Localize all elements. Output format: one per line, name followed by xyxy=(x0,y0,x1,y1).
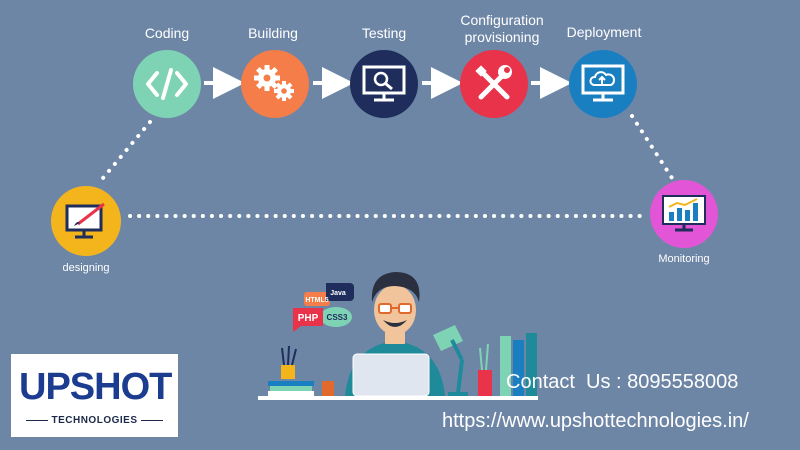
pencil-cup xyxy=(281,365,295,379)
tools-icon xyxy=(475,65,512,100)
logo-main-text: UPSHOT xyxy=(19,366,172,408)
binder-3 xyxy=(526,333,537,396)
chart-monitor-icon xyxy=(662,195,706,232)
person-hair xyxy=(371,272,420,302)
badge-java-bg xyxy=(326,283,354,301)
binder-2 xyxy=(513,340,524,396)
laptop xyxy=(352,353,430,397)
badge-java: Java xyxy=(330,290,346,297)
badge-css3-bg xyxy=(320,307,352,327)
badge-php-bg xyxy=(293,308,323,332)
step-label-building: Building xyxy=(248,25,298,41)
step-label-configuration-line1: Configuration xyxy=(460,12,544,28)
contact-text: Contact Us : 8095558008 xyxy=(506,371,739,393)
design-monitor-icon xyxy=(65,202,105,239)
person-head xyxy=(374,285,416,335)
badge-html5-bg xyxy=(304,292,330,306)
badge-css3: CSS3 xyxy=(327,313,348,322)
step-node-testing xyxy=(350,50,418,118)
badge-php: PHP xyxy=(298,313,319,324)
company-logo: UPSHOT TECHNOLOGIES xyxy=(11,354,178,437)
step-label-deployment: Deployment xyxy=(566,24,642,40)
step-node-configuration xyxy=(460,50,528,118)
side-label-monitoring: Monitoring xyxy=(658,253,710,265)
binder-1 xyxy=(500,336,511,396)
side-node-designing xyxy=(51,186,121,256)
step-node-building xyxy=(241,50,309,118)
step-label-testing: Testing xyxy=(361,25,407,41)
step-label-configuration-line2: provisioning xyxy=(464,29,540,45)
website-url[interactable]: https://www.upshottechnologies.in/ xyxy=(442,410,749,432)
logo-sub-text: TECHNOLOGIES xyxy=(11,415,178,426)
logo-sub-label: TECHNOLOGIES xyxy=(51,415,138,426)
side-node-monitoring xyxy=(650,180,718,248)
code-icon xyxy=(146,68,188,100)
desk xyxy=(258,396,538,400)
step-node-deployment xyxy=(569,50,637,118)
desk-lamp xyxy=(433,325,468,396)
step-node-coding xyxy=(133,50,201,118)
side-label-designing: designing xyxy=(62,262,110,274)
badge-html5: HTML5 xyxy=(305,297,328,304)
cloud-monitor-icon xyxy=(581,64,625,102)
monitor-search-icon xyxy=(362,65,406,102)
step-label-coding: Coding xyxy=(144,25,190,41)
dots-deployment-monitoring xyxy=(630,114,674,180)
mug xyxy=(322,381,334,396)
step-label-configuration: Configuration provisioning xyxy=(444,12,560,46)
gears-icon xyxy=(254,65,294,101)
